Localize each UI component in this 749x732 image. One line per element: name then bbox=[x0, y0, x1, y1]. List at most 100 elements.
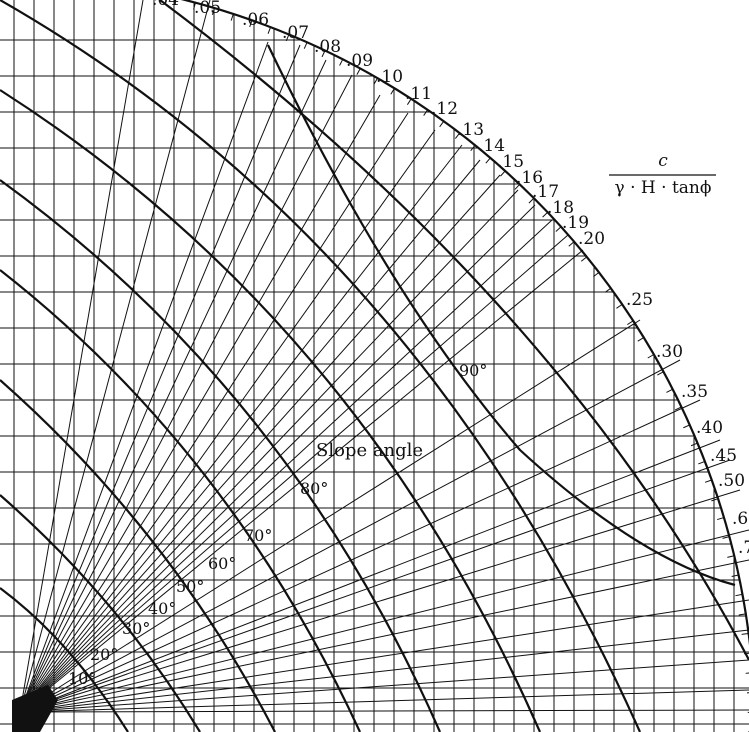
ray-line bbox=[19, 204, 536, 713]
ray-line bbox=[19, 44, 301, 713]
slope-curve bbox=[267, 44, 736, 587]
arc-tick bbox=[666, 388, 673, 393]
rim-label: .7 bbox=[738, 538, 749, 558]
slope-curve bbox=[0, 494, 201, 732]
rim-label: .25 bbox=[626, 290, 653, 310]
slope-curve bbox=[0, 587, 129, 732]
rim-label: .50 bbox=[718, 471, 745, 491]
arc-tick bbox=[704, 479, 712, 483]
ray-line bbox=[19, 709, 749, 713]
rim-label: .06 bbox=[242, 10, 269, 30]
ratio-numerator: c bbox=[658, 151, 668, 171]
arc-tick bbox=[722, 536, 730, 539]
rim-label: .13 bbox=[457, 120, 484, 140]
slope-curve bbox=[0, 0, 642, 732]
arc-tick bbox=[738, 613, 746, 616]
arc-tick bbox=[580, 256, 588, 262]
arc-tick bbox=[373, 77, 378, 85]
origin-fan bbox=[12, 685, 58, 732]
arc-tick bbox=[528, 197, 535, 204]
slope-angle-label: 60° bbox=[208, 554, 236, 573]
ray-line bbox=[19, 59, 327, 713]
rim-label: .17 bbox=[532, 182, 559, 202]
slope-angle-label: 20° bbox=[90, 645, 118, 664]
arc-tick bbox=[711, 498, 719, 502]
arc-tick bbox=[647, 354, 655, 359]
arc-tick bbox=[568, 241, 575, 247]
ray-line bbox=[19, 599, 749, 713]
ray-line bbox=[19, 144, 463, 713]
arc-tick bbox=[174, 0, 177, 5]
slope-curve bbox=[159, 0, 749, 661]
arc-tick bbox=[423, 109, 429, 116]
rim-label: .05 bbox=[194, 0, 221, 18]
arc-tick bbox=[470, 144, 476, 152]
arc-tick bbox=[406, 98, 412, 105]
arc-tick bbox=[593, 271, 600, 278]
arc-tick bbox=[303, 42, 308, 49]
ray-line bbox=[19, 689, 749, 713]
arc-tick bbox=[356, 68, 361, 75]
rim-label: .19 bbox=[562, 213, 589, 233]
rim-label: .09 bbox=[346, 51, 373, 71]
angle-labels: 10°20°30°40°50°60°70°80°90° bbox=[68, 361, 487, 688]
ray-line bbox=[19, 189, 519, 713]
ray-line bbox=[19, 559, 749, 713]
rim-label: .20 bbox=[578, 229, 605, 249]
rim-label: .15 bbox=[497, 152, 524, 172]
arc-tick bbox=[637, 337, 645, 342]
ray-line bbox=[19, 174, 501, 713]
arc-tick bbox=[339, 59, 344, 66]
arc-tick bbox=[230, 13, 234, 21]
arc-tick bbox=[616, 303, 623, 309]
rim-label: .10 bbox=[376, 67, 403, 87]
arc-tick bbox=[454, 132, 461, 139]
ray-line bbox=[19, 659, 749, 713]
arc-tick bbox=[743, 652, 749, 655]
rim-label: .08 bbox=[314, 37, 341, 57]
arc-tick bbox=[211, 7, 215, 15]
ray-line bbox=[19, 0, 144, 713]
arc-tick bbox=[390, 87, 395, 95]
rim-label: .14 bbox=[478, 136, 505, 156]
rim-label: .16 bbox=[516, 168, 543, 188]
slope-angle-title: Slope angle bbox=[316, 440, 423, 461]
rim-label: .11 bbox=[405, 84, 432, 104]
rim-label: .07 bbox=[282, 23, 309, 43]
ray-line bbox=[19, 399, 701, 713]
arc-tick bbox=[717, 517, 725, 521]
arc-tick bbox=[731, 574, 739, 577]
rim-label: .60 bbox=[732, 509, 749, 529]
ray-line bbox=[19, 74, 353, 713]
rim-label: .35 bbox=[681, 382, 708, 402]
arc-tick bbox=[627, 320, 634, 326]
slope-curve bbox=[0, 269, 361, 732]
ray-line bbox=[19, 0, 211, 713]
arc-tick bbox=[555, 226, 562, 232]
arc-tick bbox=[321, 50, 326, 58]
rim-label: .30 bbox=[656, 342, 683, 362]
slope-angle-label: 10° bbox=[68, 669, 96, 688]
ratio-label: c γ · H · tanϕ bbox=[609, 151, 716, 198]
ray-line bbox=[19, 159, 481, 713]
ray-line bbox=[19, 359, 681, 713]
rim-label: .40 bbox=[696, 418, 723, 438]
rim-labels: .04.05.06.07.08.09.10.11.12.13.14.15.16.… bbox=[152, 0, 749, 558]
slope-curve bbox=[0, 179, 442, 732]
ray-line bbox=[19, 129, 436, 713]
slope-angle-label: 80° bbox=[300, 479, 328, 498]
arc-tick bbox=[674, 406, 682, 411]
arc-tick bbox=[542, 211, 549, 218]
ray-line bbox=[19, 94, 381, 713]
slope-angle-label: 40° bbox=[148, 599, 176, 618]
arc-tick bbox=[604, 287, 612, 293]
arc-tick bbox=[193, 2, 196, 10]
slope-angle-label: 90° bbox=[459, 361, 487, 380]
arc-tick bbox=[514, 183, 521, 190]
arc-tick bbox=[485, 157, 491, 164]
arc-tick bbox=[439, 120, 445, 128]
slope-curve bbox=[0, 89, 542, 732]
ray-line bbox=[19, 112, 409, 713]
